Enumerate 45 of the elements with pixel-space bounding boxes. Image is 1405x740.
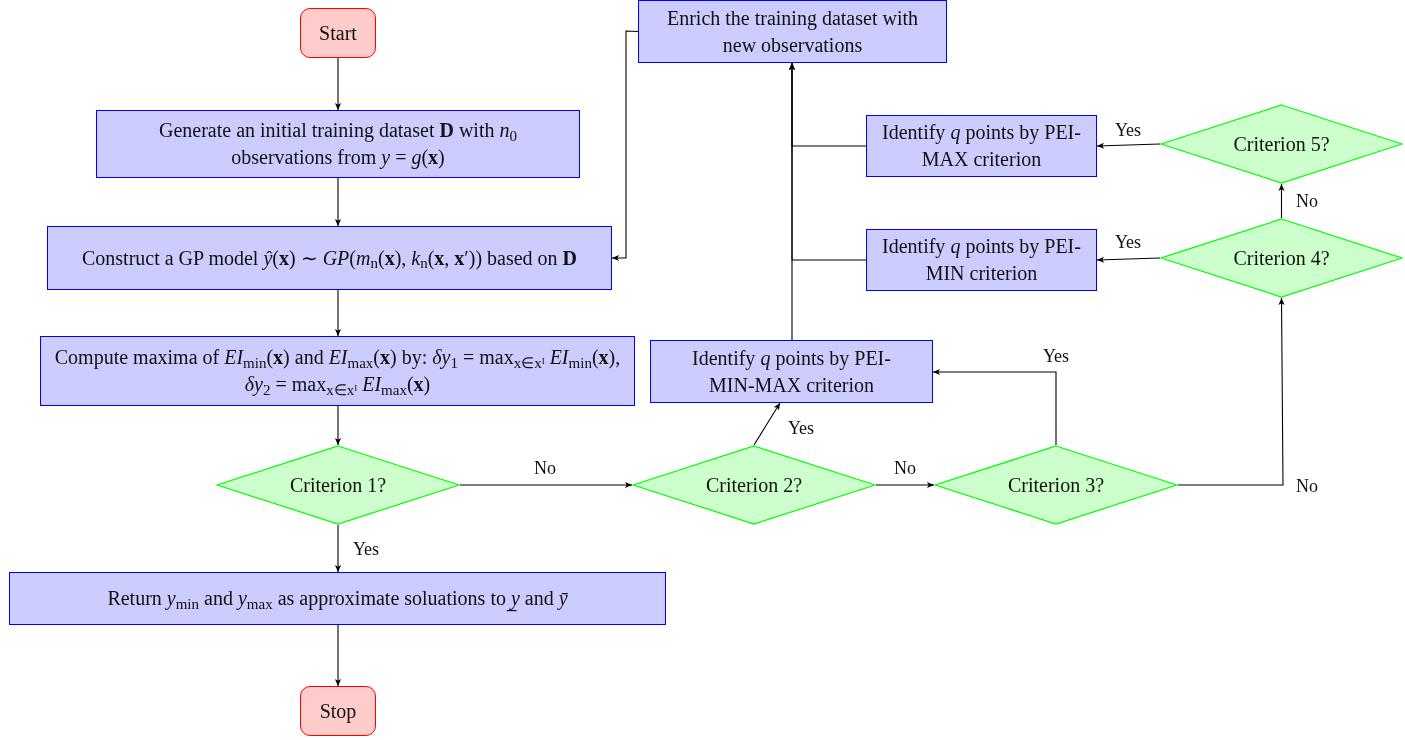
node-text: Stop xyxy=(319,698,357,725)
decision-diamond xyxy=(1160,218,1403,298)
arrow xyxy=(334,524,342,573)
decision-diamond xyxy=(1160,104,1403,184)
process-box xyxy=(9,572,666,625)
terminal-box xyxy=(300,8,376,58)
arrow xyxy=(1096,256,1161,263)
arrow xyxy=(334,624,342,687)
arrow xyxy=(753,402,781,446)
terminal-box xyxy=(300,686,376,736)
node-text: Enrich the training dataset with new observations xyxy=(665,5,919,58)
process-box xyxy=(638,0,947,63)
arrow xyxy=(334,405,342,446)
node-text: Compute maxima of EI$_{min}$(x) and EI$_{max}$(x) by: δy$_{1}$ = max$_{x∈xᴵ}$ EI$_{min}$(x), δy$_{2}$ = max$_{x∈xᴵ}$ EI$_{max}$(x) xyxy=(53,345,622,398)
node-text: Criterion 5? xyxy=(1233,131,1330,157)
node-text: Criterion 3? xyxy=(1007,472,1105,498)
node-text: Criterion 2? xyxy=(705,472,803,498)
arrow xyxy=(1278,183,1285,219)
process-box xyxy=(650,340,933,403)
decision-diamond xyxy=(216,445,460,525)
arrow xyxy=(788,62,867,147)
node-text: Identify q points by PEI-MAX criterion xyxy=(881,120,1082,172)
process-box xyxy=(866,115,1097,177)
node-text: Identify q points by PEI-MIN-MAX criterion xyxy=(691,345,892,398)
decision-diamond xyxy=(934,445,1178,525)
process-box xyxy=(40,336,635,406)
node-text: Criterion 1? xyxy=(289,472,387,498)
arrow xyxy=(611,30,639,262)
node-text: Criterion 4? xyxy=(1233,245,1330,271)
process-box xyxy=(47,226,612,290)
node-text: Start xyxy=(319,20,357,46)
arrow xyxy=(932,368,1057,446)
process-box xyxy=(96,110,580,178)
arrow xyxy=(459,481,633,489)
node-text: Construct a GP model ŷ(x) ∼ GP(m$_{n}$(x), k$_{n}$(x, x′)) based on D xyxy=(81,245,578,272)
arrow xyxy=(334,289,342,337)
arrow xyxy=(1177,297,1285,486)
arrow xyxy=(875,481,935,489)
decision-diamond xyxy=(632,445,876,525)
arrow xyxy=(334,57,342,111)
process-box xyxy=(866,229,1097,291)
node-text: Generate an initial training dataset D with n$_{0}$ observations from y = g(x) xyxy=(158,118,518,171)
node-text: Identify q points by PEI-MIN criterion xyxy=(881,234,1082,286)
arrow xyxy=(1096,142,1161,149)
arrow xyxy=(334,177,342,227)
